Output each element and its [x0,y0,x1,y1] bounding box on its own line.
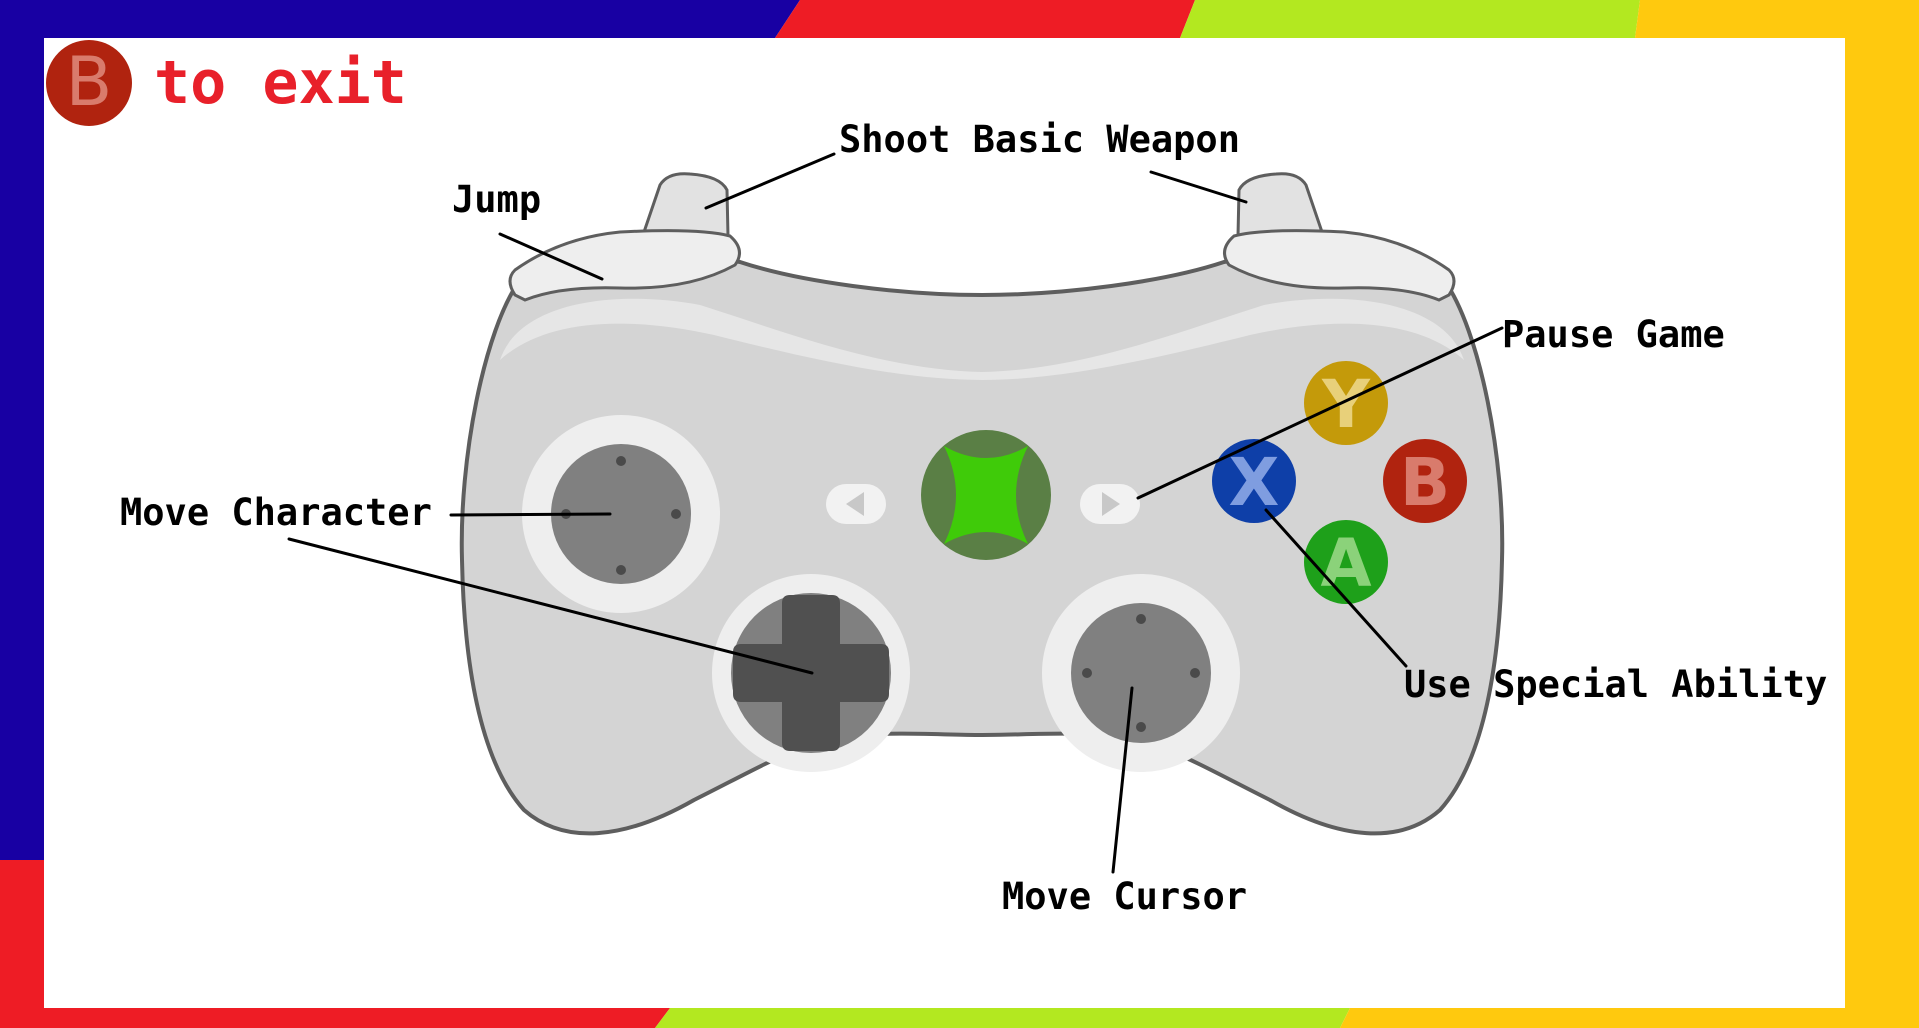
frame-yellow-bottom [1340,1008,1919,1028]
b-button-circle [1383,439,1467,523]
exit-hint[interactable]: B to exit [46,40,407,126]
frame-yellow-right [1845,0,1919,1028]
label-jump: Jump [452,178,542,221]
frame-green-top [1180,0,1640,38]
line-move-character-dpad [287,537,814,675]
line-move-character-stick [449,512,612,517]
face-buttons: YX BA [1212,361,1467,604]
start-button[interactable] [1080,484,1140,524]
frame-red-top [775,0,1195,38]
line-shoot-left [704,152,836,210]
frame-blue-left [0,0,44,860]
left-thumbstick[interactable] [522,415,720,613]
a-button-circle [1304,520,1388,604]
y-button-circle [1304,361,1388,445]
line-shoot-right [1149,170,1248,204]
back-button[interactable] [826,484,886,524]
x-button-letter: X [1229,444,1280,521]
b-button[interactable]: B [1383,439,1467,523]
a-button[interactable]: A [1304,520,1388,604]
guide-button[interactable] [921,430,1051,560]
b-button-letter: B [1400,444,1450,521]
triangle-right-icon [1102,492,1120,516]
line-jump [498,232,604,281]
xbox-logo-icon [944,446,1028,544]
right-trigger [1236,172,1325,238]
label-shoot-basic-weapon: Shoot Basic Weapon [839,118,1240,161]
label-use-special-ability: Use Special Ability [1404,663,1828,706]
b-button-icon: B [46,40,132,126]
right-thumbstick[interactable] [1042,574,1240,772]
line-cursor [1111,686,1134,874]
a-button-letter: A [1320,525,1371,602]
frame-red-bottom [0,860,670,1028]
y-button-letter: Y [1321,366,1371,443]
exit-label: to exit [154,48,407,118]
triangle-left-icon [846,492,864,516]
x-button-circle [1212,439,1296,523]
frame-green-bottom [655,1008,1350,1028]
line-pause [1136,326,1504,500]
y-button[interactable]: Y [1304,361,1388,445]
left-trigger [641,172,730,238]
label-move-cursor: Move Cursor [1002,875,1248,918]
line-special [1264,508,1408,668]
b-letter: B [65,43,113,122]
label-move-character: Move Character [120,491,432,534]
label-pause-game: Pause Game [1502,313,1725,356]
x-button[interactable]: X [1212,439,1296,523]
left-bumper[interactable] [508,229,741,302]
callout-lines [287,152,1504,874]
right-bumper[interactable] [1223,229,1456,302]
